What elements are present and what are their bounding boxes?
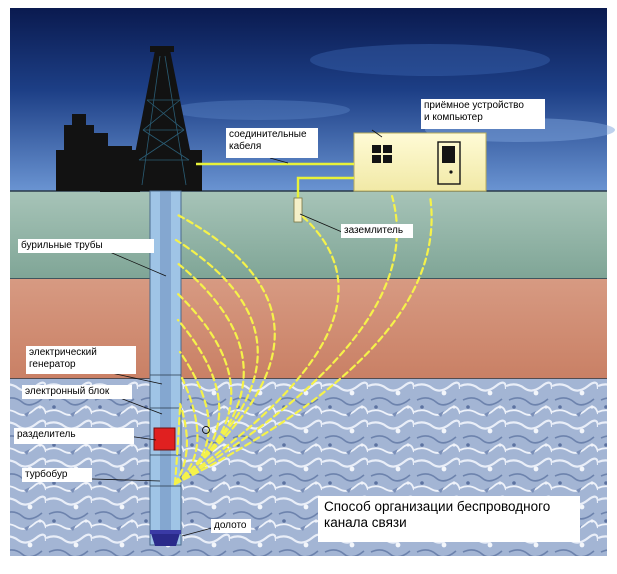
drill-bit-icon	[150, 530, 181, 546]
cabin-icon	[353, 132, 487, 192]
diagram-caption: Способ организации беспроводного канала …	[318, 496, 580, 542]
label-turbodrill: турбобур	[22, 468, 92, 482]
label-cables: соединительные кабеля	[226, 128, 318, 158]
connecting-cables	[196, 162, 354, 198]
label-generator: электрический генератор	[26, 346, 136, 374]
field-lines	[173, 194, 433, 486]
separator-block	[153, 427, 176, 451]
marker-ring	[202, 426, 210, 434]
label-receiver: приёмное устройство и компьютер	[421, 99, 545, 129]
label-electronic-block: электронный блок	[22, 385, 132, 399]
ground-electrode-icon	[293, 197, 303, 223]
label-ground: заземлитель	[341, 224, 413, 238]
label-separator: разделитель	[14, 428, 134, 444]
label-drill-pipes: бурильные трубы	[18, 239, 154, 253]
label-bit: долото	[211, 519, 251, 533]
drill-pipe	[149, 190, 182, 546]
soil-layer-1	[10, 191, 607, 279]
drilling-rig-icon	[56, 46, 202, 192]
